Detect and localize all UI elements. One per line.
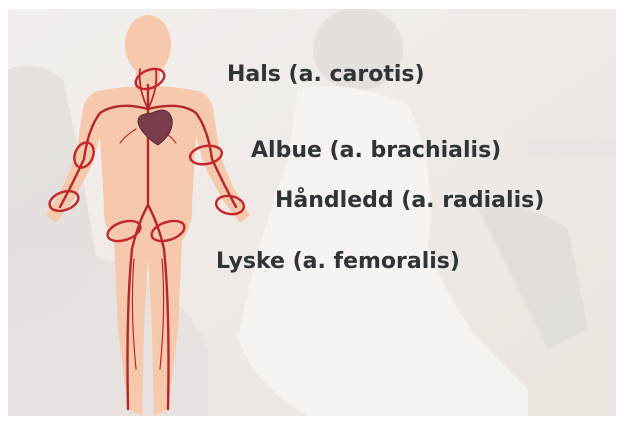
label-elbow-pulse: Albue (a. brachialis)	[251, 138, 501, 163]
body-silhouette	[46, 15, 250, 416]
label-groin-pulse: Lyske (a. femoralis)	[216, 249, 460, 274]
label-neck-pulse: Hals (a. carotis)	[227, 62, 425, 87]
label-wrist-pulse: Håndledd (a. radialis)	[275, 188, 544, 213]
illustration-frame: Hals (a. carotis) Albue (a. brachialis) …	[8, 9, 616, 416]
